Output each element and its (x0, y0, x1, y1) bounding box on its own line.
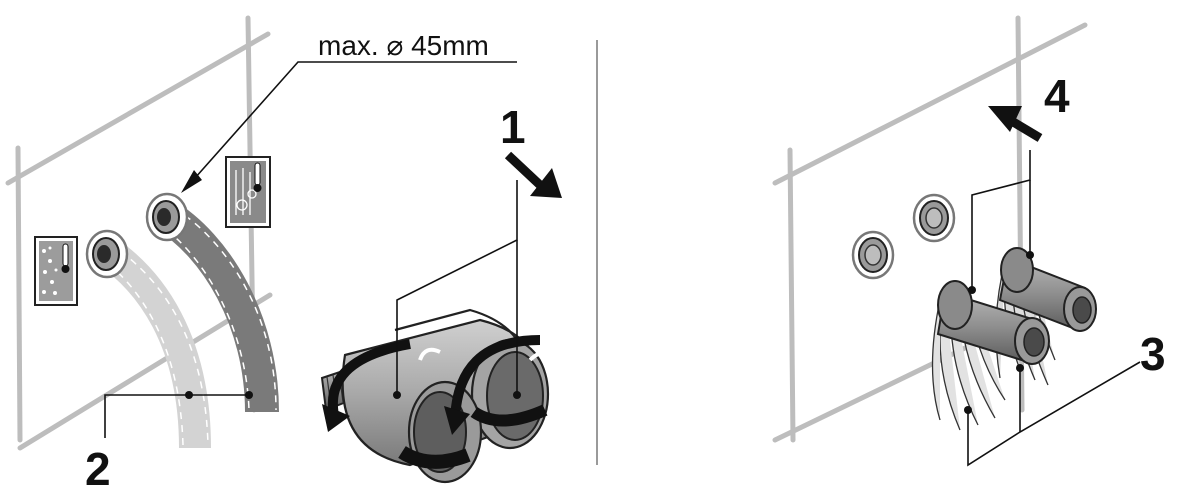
callout-3: 3 (1140, 328, 1166, 380)
wall-grid-left (5, 15, 273, 451)
callout-3-leaders (967, 361, 1141, 467)
callout-1: 1 (500, 101, 526, 153)
fitting-front (931, 280, 1050, 431)
wall-opening-right-1 (851, 230, 895, 280)
leader-dot (964, 406, 972, 414)
direction-arrow-4-icon (988, 106, 1043, 142)
temperature-label-cold-icon (34, 236, 78, 306)
callout-4-leaders (971, 150, 1031, 290)
leader-dot (968, 286, 976, 294)
leader-dot (245, 391, 253, 399)
temperature-label-hot-icon (225, 156, 271, 228)
dimension-label: max. ⌀ 45mm (318, 30, 489, 61)
wall-opening-right-2 (912, 193, 956, 243)
leader-dot (1026, 251, 1034, 259)
hose-roll-device (320, 308, 552, 484)
direction-arrow-1-icon (504, 151, 562, 198)
right-panel: 4 3 (772, 15, 1166, 467)
leader-dot (185, 391, 193, 399)
leader-dot (1016, 364, 1024, 372)
left-panel: max. ⌀ 45mm (5, 15, 562, 495)
callout-2-leaders (104, 394, 250, 438)
wall-opening-left-1 (85, 229, 129, 279)
callout-4: 4 (1044, 70, 1070, 122)
leader-dot (513, 391, 521, 399)
dimension-leader (181, 61, 517, 193)
callout-1-leaders (396, 180, 518, 395)
callout-2: 2 (85, 443, 111, 495)
leader-dot (393, 391, 401, 399)
wall-opening-left-2 (145, 192, 189, 242)
